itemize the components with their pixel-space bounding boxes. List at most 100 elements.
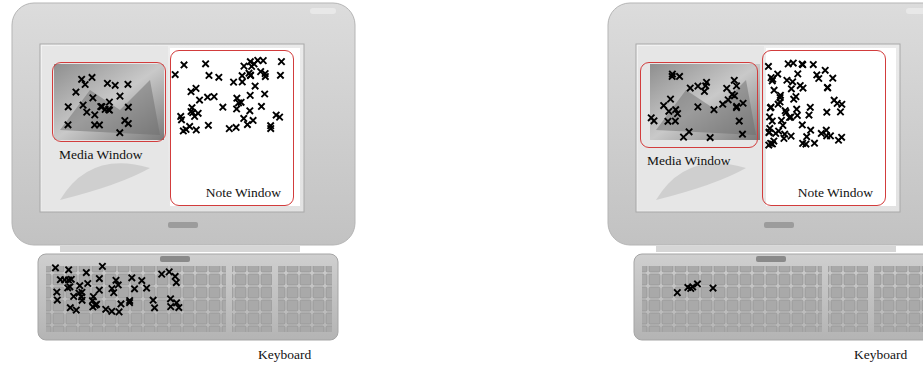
gaze-cross	[189, 109, 195, 115]
gaze-cross	[740, 100, 746, 106]
gaze-cross	[111, 289, 117, 295]
gaze-cross	[82, 81, 88, 87]
gaze-cross	[811, 140, 817, 146]
gaze-cross	[172, 71, 178, 77]
gaze-cross	[183, 126, 189, 132]
gaze-cross	[258, 103, 264, 109]
gaze-cross	[660, 102, 666, 108]
gaze-cross	[767, 125, 773, 131]
gaze-cross	[800, 62, 806, 68]
gaze-cross	[65, 277, 71, 283]
gaze-cross	[739, 131, 745, 137]
gaze-cross	[788, 133, 794, 139]
gaze-cross	[52, 265, 58, 271]
gaze-cross	[220, 104, 226, 110]
media-window-box: Media Window	[640, 62, 758, 148]
gaze-cross	[73, 307, 79, 313]
gaze-cross	[775, 101, 781, 107]
gaze-cross	[803, 141, 809, 147]
gaze-cross	[99, 263, 105, 269]
gaze-cross	[790, 60, 796, 66]
window-label: Note Window	[798, 185, 873, 201]
gaze-cross	[824, 85, 830, 91]
gaze-cross	[126, 297, 132, 303]
gaze-cross	[93, 301, 99, 307]
gaze-cross	[239, 79, 245, 85]
gaze-cross	[178, 117, 184, 123]
gaze-cross	[806, 112, 812, 118]
gaze-cross	[167, 296, 173, 302]
gaze-cross	[99, 104, 105, 110]
gaze-cross	[76, 290, 82, 296]
gaze-cross	[782, 108, 788, 114]
gaze-cross	[793, 93, 799, 99]
gaze-cross	[247, 58, 253, 64]
gaze-cross	[688, 285, 694, 291]
gaze-cross	[115, 282, 121, 288]
gaze-cross	[807, 104, 813, 110]
gaze-cross	[80, 102, 86, 108]
gaze-cross	[89, 297, 95, 303]
gaze-cross	[96, 275, 102, 281]
gaze-cross	[775, 128, 781, 134]
gaze-cross	[830, 75, 836, 81]
gaze-cross	[96, 287, 102, 293]
gaze-cross	[648, 115, 654, 121]
gaze-cross	[104, 80, 110, 86]
gaze-cross	[96, 122, 102, 128]
gaze-cross	[276, 114, 282, 120]
gaze-cross	[771, 138, 777, 144]
gaze-cross	[122, 117, 128, 123]
gaze-cross	[777, 92, 783, 98]
gaze-cross	[90, 304, 96, 310]
gaze-cross	[736, 118, 742, 124]
media-window-box: Media Window	[52, 62, 166, 142]
gaze-cross	[278, 58, 284, 64]
gaze-cross	[674, 110, 680, 116]
gaze-cross	[257, 68, 263, 74]
gaze-cross	[84, 109, 90, 115]
gaze-cross	[248, 63, 254, 69]
gaze-cross	[247, 72, 253, 78]
gaze-cross	[216, 74, 222, 80]
gaze-cross	[68, 276, 74, 282]
gaze-cross	[65, 285, 71, 291]
gaze-cross	[125, 81, 131, 87]
gaze-cross	[695, 104, 701, 110]
gaze-cross	[775, 71, 781, 77]
gaze-cross	[246, 70, 252, 76]
gaze-cross	[816, 75, 822, 81]
gaze-cross	[785, 61, 791, 67]
gaze-cross	[711, 107, 717, 113]
window-label: Media Window	[59, 147, 143, 163]
gaze-cross	[255, 57, 261, 63]
note-window-box: Note Window	[170, 50, 294, 206]
gaze-cross	[676, 73, 682, 79]
gaze-cross	[73, 89, 79, 95]
gaze-cross	[778, 117, 784, 123]
gaze-cross	[92, 302, 98, 308]
gaze-cross	[733, 103, 739, 109]
gaze-cross	[90, 95, 96, 101]
gaze-cross	[725, 97, 731, 103]
gaze-cross	[102, 106, 108, 112]
gaze-cross	[78, 294, 84, 300]
gaze-cross	[780, 122, 786, 128]
gaze-cross	[781, 135, 787, 141]
gaze-cross	[769, 78, 775, 84]
gaze-cross	[685, 284, 691, 290]
gaze-cross	[702, 83, 708, 89]
gaze-cross	[181, 62, 187, 68]
gaze-cross	[733, 83, 739, 89]
gaze-cross	[92, 112, 98, 118]
gaze-cross	[689, 284, 695, 290]
keyboard-label: Keyboard	[854, 347, 907, 363]
gaze-cross	[703, 79, 709, 85]
gaze-cross	[765, 63, 771, 69]
gaze-cross	[139, 277, 145, 283]
gaze-cross	[117, 93, 123, 99]
gaze-cross	[131, 286, 137, 292]
gaze-cross	[247, 72, 253, 78]
gaze-cross	[103, 306, 109, 312]
